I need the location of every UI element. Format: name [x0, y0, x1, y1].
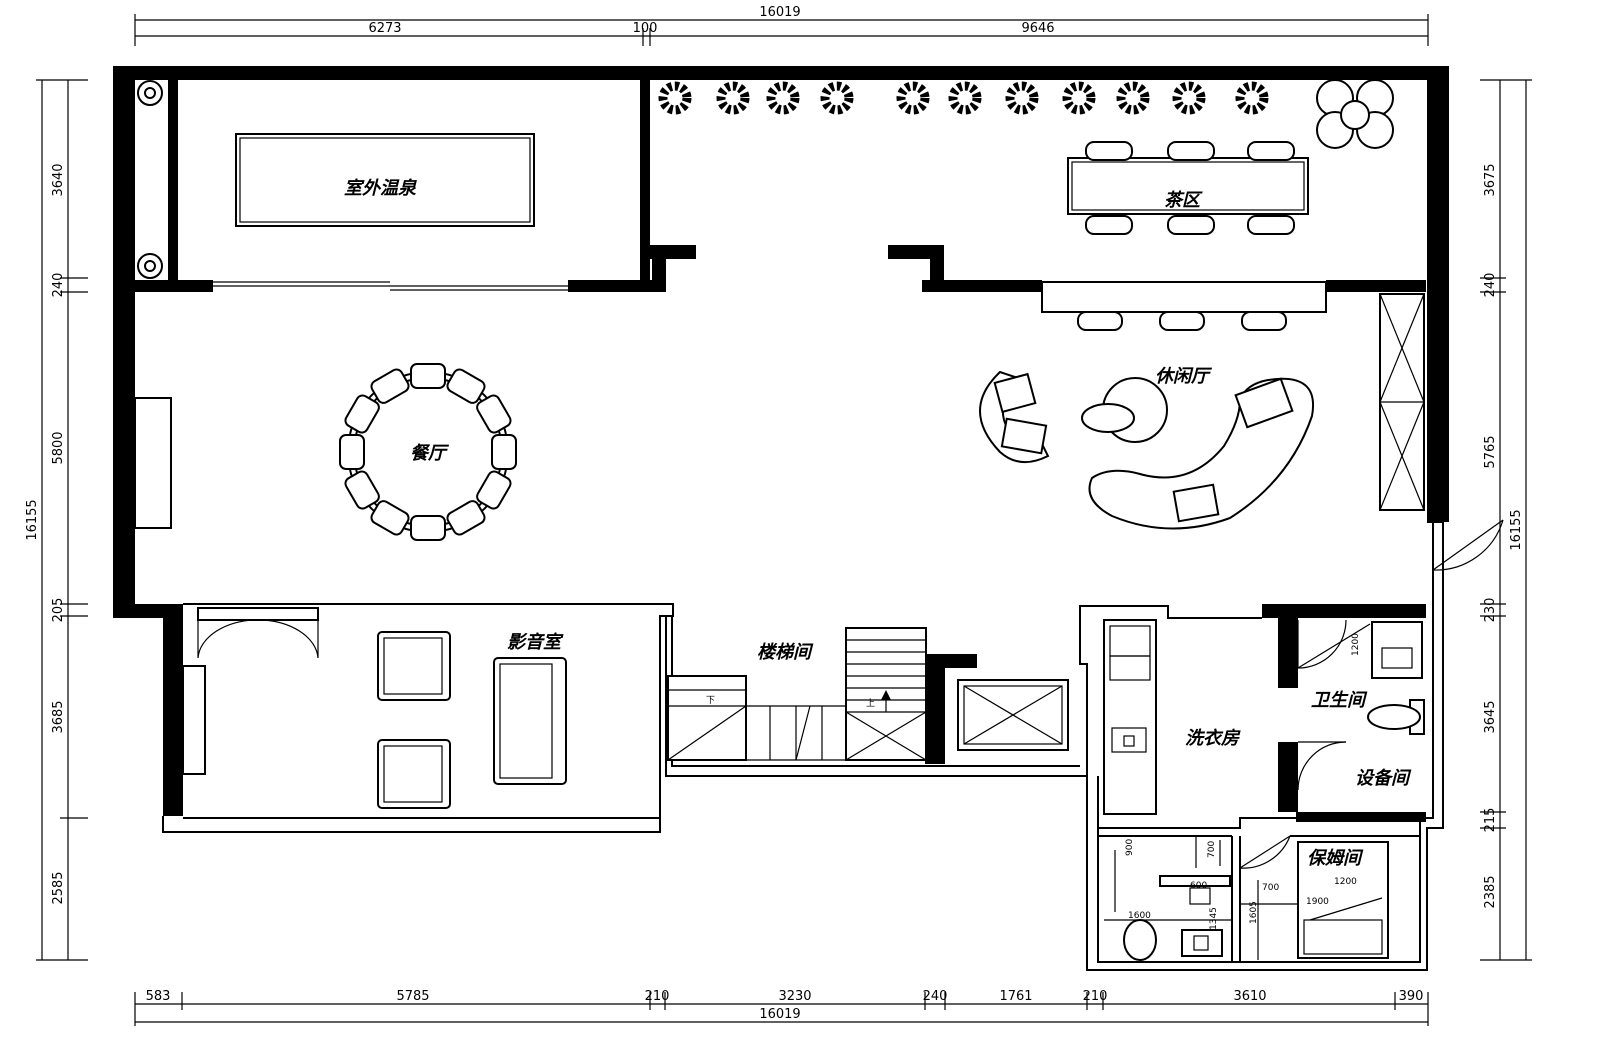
- bathroom-fixtures: [1297, 519, 1504, 791]
- tree-icon: [1316, 79, 1394, 149]
- hot-spring-pool: [235, 133, 535, 227]
- inner-dim-5: 1600: [1128, 911, 1151, 921]
- dim-left-5: 2585: [51, 871, 66, 904]
- dim-left-0: 3640: [51, 163, 66, 196]
- dim-top-b: 100: [633, 21, 658, 36]
- room-label-nanny: 保姆间: [1307, 848, 1364, 869]
- dim-bottom-total: 16019: [759, 1007, 800, 1022]
- dim-left-4: 3685: [51, 700, 66, 733]
- bottom-dimension-lines: [134, 992, 1429, 1026]
- room-label-equipment: 设备间: [1355, 768, 1412, 789]
- lounge-furniture: [979, 370, 1314, 530]
- plants-row: [658, 81, 1269, 115]
- room-label-bathroom: 卫生间: [1311, 690, 1368, 711]
- dim-left-1: 240: [51, 273, 66, 298]
- dim-bottom-3: 3230: [778, 989, 811, 1004]
- dim-bottom-2: 210: [645, 989, 670, 1004]
- inner-dim-1: 700: [1207, 841, 1217, 858]
- nanny-room-furniture: [1104, 835, 1389, 961]
- dim-right-4: 3645: [1483, 700, 1498, 733]
- plant-icon: [137, 80, 163, 279]
- room-label-theater: 影音室: [507, 632, 564, 653]
- room-label-laundry: 洗衣房: [1185, 728, 1241, 749]
- dim-top-total: 16019: [759, 5, 800, 20]
- inner-dim-0: 900: [1125, 839, 1135, 856]
- right-dimension-lines: [1480, 79, 1532, 961]
- inner-dim-4: 1900: [1306, 897, 1329, 907]
- dim-bottom-5: 1761: [999, 989, 1032, 1004]
- bar-counter: [1041, 281, 1327, 331]
- elevator: [957, 679, 1069, 751]
- dim-right-5: 215: [1483, 808, 1498, 833]
- inner-dim-9: 600: [1190, 881, 1207, 891]
- inner-dim-8: 1200: [1351, 633, 1361, 656]
- dim-top-a: 6273: [368, 21, 401, 36]
- walls: [113, 66, 1449, 822]
- dim-bottom-4: 240: [923, 989, 948, 1004]
- inner-dim-6: 1605: [1249, 901, 1259, 924]
- dim-bottom-6: 210: [1083, 989, 1108, 1004]
- tea-table: [1067, 141, 1309, 235]
- dim-bottom-1: 5785: [396, 989, 429, 1004]
- dining-chairs: [339, 363, 517, 541]
- stair-up-label: 上: [866, 698, 875, 709]
- dim-right-6: 2385: [1483, 875, 1498, 908]
- inner-dim-3: 1200: [1334, 877, 1357, 887]
- room-label-dining: 餐厅: [410, 443, 450, 464]
- left-dimension-lines: [36, 79, 88, 961]
- room-label-stair: 楼梯间: [757, 642, 814, 663]
- room-label-lounge: 休闲厅: [1155, 366, 1213, 387]
- window-slats: [116, 143, 134, 207]
- inner-dim-7: 1345: [1209, 907, 1219, 930]
- dim-left-2: 5800: [51, 431, 66, 464]
- room-label-hot-spring: 室外温泉: [344, 178, 417, 199]
- dim-right-2: 5765: [1483, 435, 1498, 468]
- dining-table: [339, 363, 517, 541]
- room-label-tea: 茶区: [1164, 190, 1203, 211]
- staircase: [667, 627, 927, 761]
- top-dimension-lines: [134, 14, 1429, 46]
- stair-down-label: 下: [706, 696, 715, 706]
- dim-left-total: 16155: [25, 499, 40, 540]
- dim-right-3: 230: [1483, 598, 1498, 623]
- cabinet: [1379, 293, 1425, 511]
- thin-walls: [162, 521, 1444, 971]
- laundry-counter: [1103, 619, 1157, 815]
- dim-top-c: 9646: [1021, 21, 1054, 36]
- theater-furniture: [182, 607, 567, 809]
- sideboard: [134, 397, 172, 529]
- dim-right-0: 3675: [1483, 163, 1498, 196]
- dim-bottom-7: 3610: [1233, 989, 1266, 1004]
- dim-right-total: 16155: [1509, 509, 1524, 550]
- dim-bottom-8: 390: [1399, 989, 1424, 1004]
- dim-right-1: 240: [1483, 273, 1498, 298]
- inner-dim-2: 700: [1262, 883, 1279, 893]
- dim-left-3: 205: [51, 598, 66, 623]
- dim-bottom-0: 583: [146, 989, 171, 1004]
